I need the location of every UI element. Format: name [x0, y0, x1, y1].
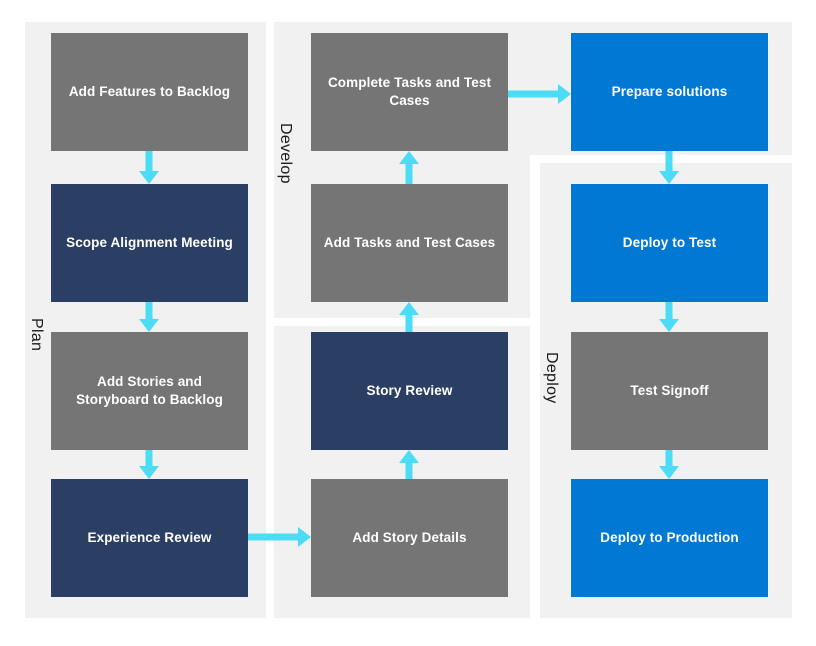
arrow-prepare-solutions-to-deploy-to-test — [655, 151, 683, 184]
arrow-test-signoff-to-deploy-to-production — [655, 450, 683, 479]
node-prepare-solutions[interactable]: Prepare solutions — [571, 33, 768, 151]
node-story-review[interactable]: Story Review — [311, 332, 508, 450]
node-deploy-to-test[interactable]: Deploy to Test — [571, 184, 768, 302]
node-add-tasks-and-test-cases[interactable]: Add Tasks and Test Cases — [311, 184, 508, 302]
lane-label-plan: Plan — [28, 318, 45, 352]
lane-label-develop: Develop — [277, 123, 294, 184]
arrow-experience-review-to-add-story-details — [248, 523, 311, 551]
node-complete-tasks-and-test-cases[interactable]: Complete Tasks and Test Cases — [311, 33, 508, 151]
node-test-signoff[interactable]: Test Signoff — [571, 332, 768, 450]
arrow-scope-alignment-to-add-stories — [135, 302, 163, 332]
lane-label-deploy: Deploy — [543, 352, 560, 404]
arrow-deploy-to-test-to-test-signoff — [655, 302, 683, 332]
node-scope-alignment-meeting[interactable]: Scope Alignment Meeting — [51, 184, 248, 302]
arrow-add-tasks-to-complete-tasks — [395, 151, 423, 184]
arrow-add-stories-to-experience-review — [135, 450, 163, 479]
arrow-add-story-details-to-story-review — [395, 450, 423, 479]
node-experience-review[interactable]: Experience Review — [51, 479, 248, 597]
arrow-story-review-to-add-tasks — [395, 302, 423, 332]
node-deploy-to-production[interactable]: Deploy to Production — [571, 479, 768, 597]
arrow-complete-tasks-to-prepare-solutions — [508, 80, 571, 108]
node-add-stories-and-storyboard[interactable]: Add Stories and Storyboard to Backlog — [51, 332, 248, 450]
node-add-story-details[interactable]: Add Story Details — [311, 479, 508, 597]
node-add-features-to-backlog[interactable]: Add Features to Backlog — [51, 33, 248, 151]
arrow-add-features-to-scope-alignment — [135, 151, 163, 184]
